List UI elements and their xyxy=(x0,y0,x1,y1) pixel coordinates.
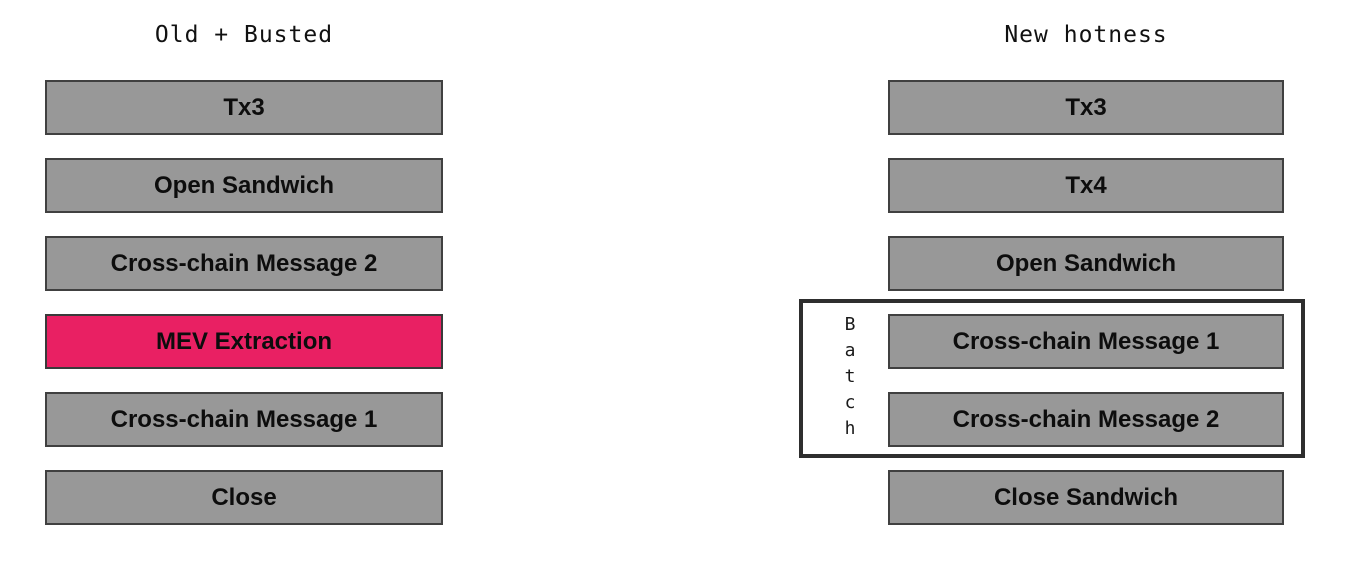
tx-box-old-cross-chain-message-2: Cross-chain Message 2 xyxy=(45,236,443,291)
tx-box-new-tx4: Tx4 xyxy=(888,158,1284,213)
tx-box-new-cross-chain-message-2: Cross-chain Message 2 xyxy=(888,392,1284,447)
tx-box-new-open-sandwich: Open Sandwich xyxy=(888,236,1284,291)
left-column-title: Old + Busted xyxy=(154,22,334,48)
tx-box-new-close-sandwich: Close Sandwich xyxy=(888,470,1284,525)
right-column-title: New hotness xyxy=(1004,22,1168,48)
tx-box-old-tx3: Tx3 xyxy=(45,80,443,135)
tx-box-new-cross-chain-message-1: Cross-chain Message 1 xyxy=(888,314,1284,369)
batch-label: Batch xyxy=(844,314,856,439)
tx-box-old-open-sandwich: Open Sandwich xyxy=(45,158,443,213)
tx-box-new-tx3: Tx3 xyxy=(888,80,1284,135)
tx-box-old-close: Close xyxy=(45,470,443,525)
tx-box-old-mev-extraction: MEV Extraction xyxy=(45,314,443,369)
tx-box-old-cross-chain-message-1: Cross-chain Message 1 xyxy=(45,392,443,447)
